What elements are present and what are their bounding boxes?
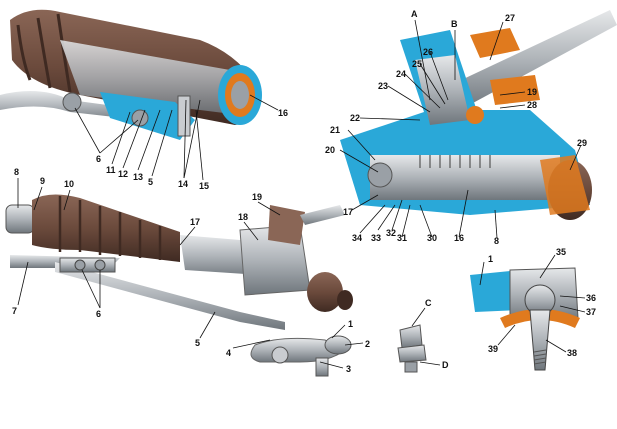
bracket-plate: [59, 257, 116, 273]
label-31: 31: [397, 233, 407, 243]
label-6-top: 6: [96, 154, 101, 164]
label-26: 26: [423, 47, 433, 57]
bearing-seal: [490, 75, 540, 105]
label-35: 35: [556, 247, 566, 257]
label-8: 8: [14, 167, 19, 177]
label-C: C: [425, 298, 432, 308]
locknut: [466, 106, 484, 124]
label-33: 33: [371, 233, 381, 243]
label-21: 21: [330, 125, 340, 135]
ball-joint-section: [470, 267, 580, 371]
label-2: 2: [365, 339, 370, 349]
label-18: 18: [238, 212, 248, 222]
ball-pin-shank: [529, 309, 551, 371]
label-5-top: 5: [148, 177, 153, 187]
detail-bushing: [397, 324, 427, 373]
label-4: 4: [226, 348, 231, 358]
label-17-right: 17: [343, 207, 353, 217]
label-22: 22: [350, 113, 360, 123]
tie-rod-long: [55, 262, 285, 330]
ball-joint-cup: [324, 335, 352, 355]
rack-assembly: [5, 194, 353, 330]
ball-stud: [271, 346, 289, 364]
bolt-head: [62, 92, 82, 112]
mount-bracket: [268, 205, 305, 245]
label-16-right: 16: [454, 233, 464, 243]
boot-corrugations: [16, 13, 72, 93]
label-38: 38: [567, 348, 577, 358]
label-11: 11: [106, 165, 116, 175]
label-19-right: 19: [527, 87, 537, 97]
label-25: 25: [412, 59, 422, 69]
label-A: A: [411, 9, 418, 19]
label-12: 12: [118, 169, 128, 179]
top-seal: [470, 28, 520, 58]
leader-lines: [17, 19, 586, 369]
clamp-left: [5, 204, 35, 234]
label-30: 30: [427, 233, 437, 243]
label-32: 32: [386, 228, 396, 238]
label-7: 7: [12, 306, 17, 316]
pinion-shaft: [415, 55, 470, 125]
thread-lines: [533, 349, 547, 365]
label-1-right: 1: [488, 254, 493, 264]
bolt: [74, 259, 86, 271]
stud-nut: [315, 357, 329, 377]
label-5-mid: 5: [195, 338, 200, 348]
label-24: 24: [396, 69, 406, 79]
bushing-stem: [404, 361, 418, 373]
boot-left: [32, 194, 180, 262]
label-28: 28: [527, 100, 537, 110]
steering-shaft: [440, 10, 617, 110]
label-39: 39: [488, 344, 498, 354]
boot-end: [337, 290, 353, 310]
support-plate: [177, 95, 191, 137]
rack: [370, 155, 560, 200]
input-shaft: [300, 205, 345, 225]
label-19-mid: 19: [252, 192, 262, 202]
label-29: 29: [577, 138, 587, 148]
label-14: 14: [178, 179, 188, 189]
label-34: 34: [352, 233, 362, 243]
boot-right: [307, 272, 343, 312]
top-left-cutaway: [0, 9, 262, 140]
label-B: B: [451, 19, 458, 29]
label-16-top: 16: [278, 108, 288, 118]
bolt: [94, 259, 106, 271]
ball-joint-housing: [470, 270, 520, 312]
label-1-mid: 1: [348, 319, 353, 329]
tie-rod-end: [250, 335, 352, 377]
rack-teeth: [419, 155, 491, 168]
label-20: 20: [325, 145, 335, 155]
label-13: 13: [133, 172, 143, 182]
boot-clamp: [540, 155, 590, 215]
adjuster-plug: [367, 162, 393, 188]
label-8-right: 8: [494, 236, 499, 246]
label-37: 37: [586, 307, 596, 317]
callout-labels: 8 9 10 6 11 12 13 5 14 15 16 7 6 17 18 1…: [12, 9, 596, 374]
label-6-mid: 6: [96, 309, 101, 319]
bushing-top: [399, 324, 423, 349]
label-9: 9: [40, 176, 45, 186]
label-23: 23: [378, 81, 388, 91]
label-17-mid: 17: [190, 217, 200, 227]
label-10: 10: [64, 179, 74, 189]
bushing-mid: [397, 344, 427, 363]
boot-ribs: [58, 196, 162, 260]
label-27: 27: [505, 13, 515, 23]
label-3: 3: [346, 364, 351, 374]
label-D: D: [442, 360, 449, 370]
label-36: 36: [586, 293, 596, 303]
rack-end: [231, 81, 249, 109]
label-15: 15: [199, 181, 209, 191]
top-right-section: [340, 10, 617, 220]
